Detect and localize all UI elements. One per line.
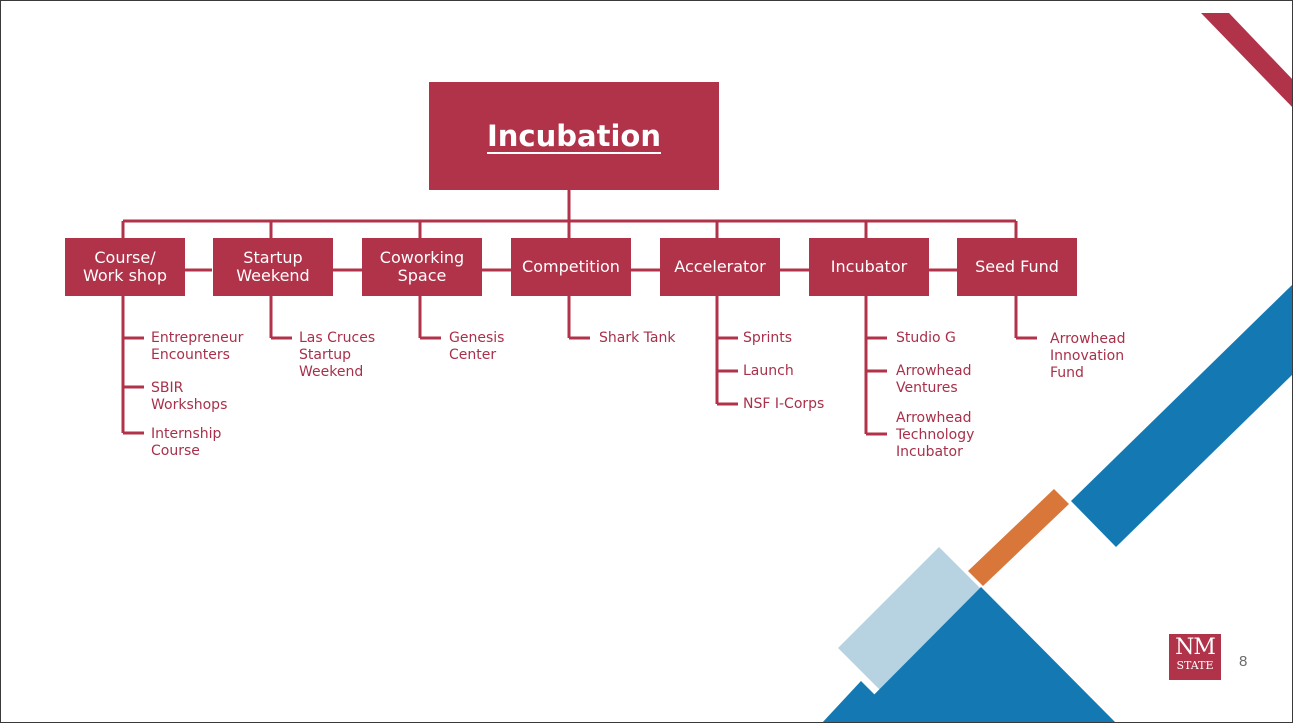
item-arrowhead-innovation-fund: Arrowhead Innovation Fund bbox=[1050, 331, 1126, 381]
category-startup-weekend: Startup Weekend bbox=[213, 238, 333, 296]
deco-blue-sliver bbox=[822, 681, 876, 722]
deco-orange-stripe bbox=[968, 489, 1069, 586]
item-las-cruces-startup-weekend: Las Cruces Startup Weekend bbox=[299, 330, 376, 380]
item-shark-tank: Shark Tank bbox=[599, 330, 676, 346]
item-arrowhead-ventures: Arrowhead Ventures bbox=[896, 363, 972, 396]
item-sbir-workshops: SBIR Workshops bbox=[151, 380, 228, 413]
category-competition: Competition bbox=[511, 238, 631, 296]
logo-text-state: STATE bbox=[1176, 659, 1214, 672]
item-arrowhead-technology-incubator: Arrowhead Technology Incubator bbox=[896, 410, 975, 460]
deco-blue-triangle bbox=[846, 587, 1116, 722]
logo-text-nm: NM bbox=[1175, 635, 1216, 660]
nmsu-logo: NM STATE bbox=[1169, 634, 1221, 680]
deco-lightblue-square bbox=[838, 547, 1004, 713]
item-launch: Launch bbox=[743, 363, 794, 379]
category-seed-fund: Seed Fund bbox=[957, 238, 1077, 296]
item-genesis-center: Genesis Center bbox=[449, 330, 505, 363]
root-title: Incubation bbox=[487, 119, 661, 153]
category-incubator: Incubator bbox=[809, 238, 929, 296]
deco-red-stripe bbox=[1201, 13, 1292, 107]
item-internship-course: Internship Course bbox=[151, 426, 222, 459]
page-number: 8 bbox=[1239, 653, 1248, 670]
item-studio-g: Studio G bbox=[896, 330, 956, 346]
category-coworking-space: Coworking Space bbox=[362, 238, 482, 296]
category-course-workshop: Course/ Work shop bbox=[65, 238, 185, 296]
category-accelerator: Accelerator bbox=[660, 238, 780, 296]
item-sprints: Sprints bbox=[743, 330, 793, 346]
root-node: Incubation bbox=[429, 82, 719, 190]
item-entrepreneur-encounters: Entrepreneur Encounters bbox=[151, 330, 244, 363]
deco-blue-stripe bbox=[1071, 284, 1292, 547]
item-nsf-i-corps: NSF I-Corps bbox=[743, 396, 825, 412]
